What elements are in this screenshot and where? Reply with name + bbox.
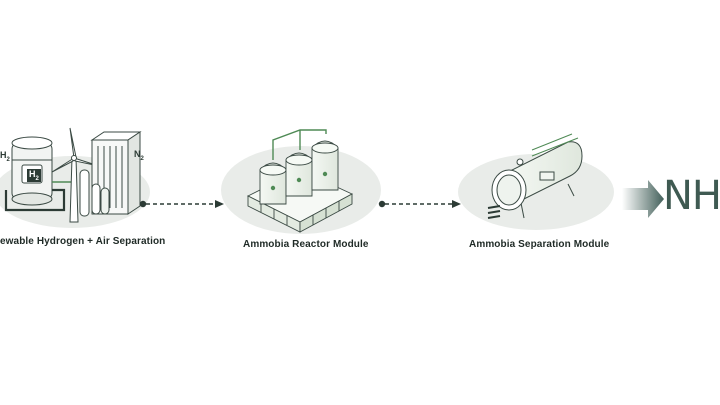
connector-1-arrowhead (215, 200, 224, 208)
stage-3-label: Ammobia Separation Module (469, 239, 610, 250)
connector-2-arrowhead (452, 200, 461, 208)
stage-2-illustration (221, 129, 381, 234)
h2-left-label: H2 (0, 150, 10, 163)
column-icons (79, 169, 110, 217)
h2-left-subscript: 2 (6, 156, 10, 163)
reactor-tank-icon (259, 140, 339, 205)
reactor-valve-icons (270, 171, 328, 191)
connector-1 (139, 200, 224, 208)
separation-vessel-icon (491, 133, 583, 219)
hydrogen-pipe (4, 188, 66, 212)
connector-1-start-dot (139, 200, 147, 208)
n2-symbol: N (134, 149, 141, 159)
stage-1-label: ewable Hydrogen + Air Separation (0, 236, 166, 247)
stage-2-label: Ammobia Reactor Module (243, 239, 369, 250)
h2-tank-subscript: 2 (35, 175, 39, 182)
stage-3-illustration (458, 133, 614, 230)
connector-2-start-dot (378, 200, 386, 208)
n2-label: N2 (134, 149, 144, 162)
stage-1-illustration (0, 127, 150, 228)
outlet-pipes-icon (487, 205, 501, 219)
connector-2 (378, 200, 461, 208)
product-label: NH (663, 173, 720, 219)
h2-tank-label: H2 (27, 169, 41, 182)
h2-left-symbol: H (0, 150, 7, 160)
product-arrow-icon (622, 180, 664, 218)
n2-subscript: 2 (140, 155, 144, 162)
h2-tank-symbol: H (29, 169, 36, 179)
